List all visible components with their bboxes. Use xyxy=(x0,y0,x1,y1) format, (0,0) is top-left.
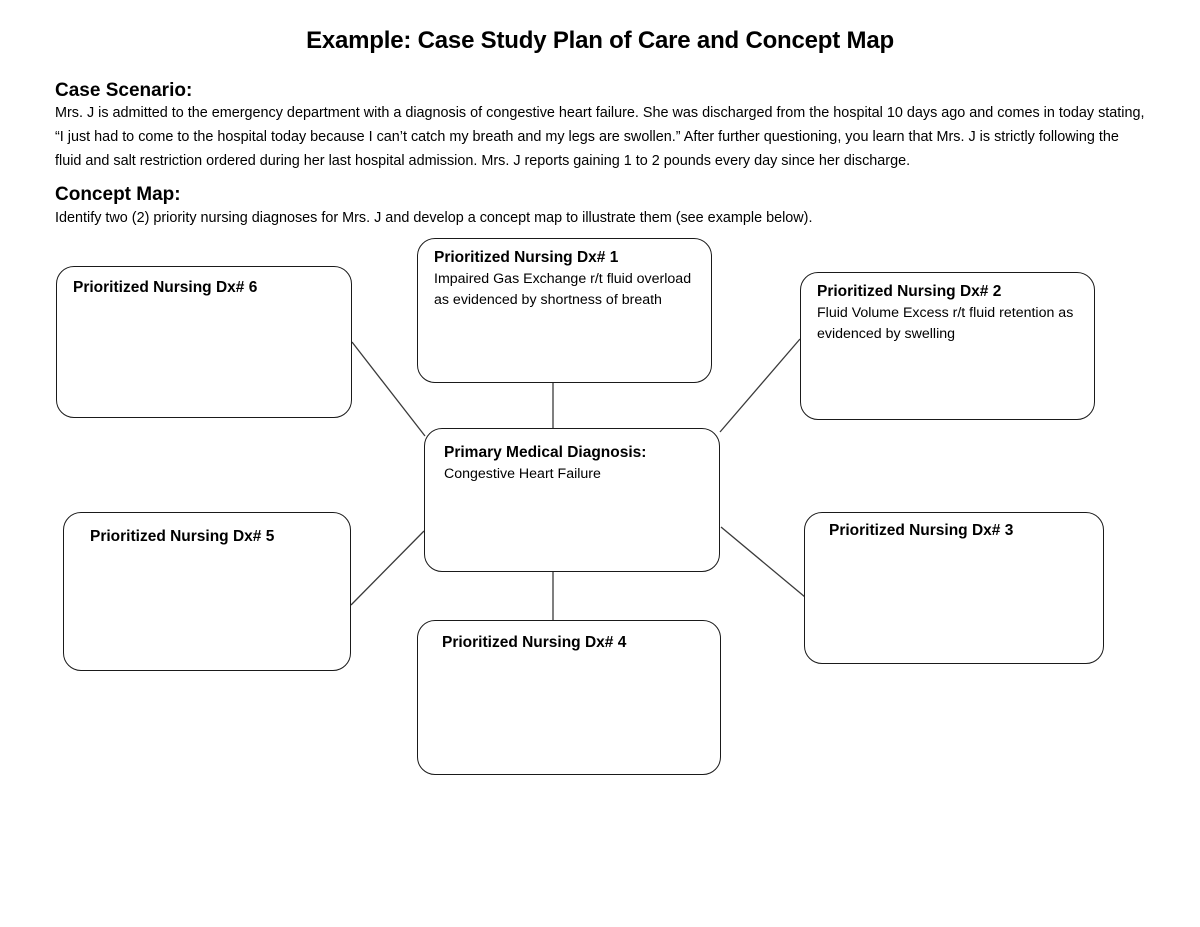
concept-map-heading: Concept Map: xyxy=(55,184,181,205)
concept-node-dx6-title: Prioritized Nursing Dx# 6 xyxy=(73,279,258,296)
concept-node-dx2[interactable]: Prioritized Nursing Dx# 2 Fluid Volume E… xyxy=(800,272,1095,420)
connector-dx6-to-primary xyxy=(351,341,426,437)
page-title: Example: Case Study Plan of Care and Con… xyxy=(306,27,894,54)
connector-primary-to-dx3 xyxy=(720,526,806,598)
connector-primary-to-dx5 xyxy=(350,530,425,606)
concept-node-dx1-body: Impaired Gas Exchange r/t fluid overload… xyxy=(434,271,692,308)
case-scenario-heading: Case Scenario: xyxy=(55,80,193,101)
concept-node-primary-body: Congestive Heart Failure xyxy=(444,466,601,482)
concept-node-dx3-title: Prioritized Nursing Dx# 3 xyxy=(829,522,1014,539)
concept-node-dx5-title: Prioritized Nursing Dx# 5 xyxy=(90,528,275,545)
concept-node-dx5[interactable]: Prioritized Nursing Dx# 5 xyxy=(63,512,351,671)
concept-node-dx4-title: Prioritized Nursing Dx# 4 xyxy=(442,634,627,651)
case-scenario-text: Mrs. J is admitted to the emergency depa… xyxy=(55,105,1145,169)
connector-dx2-to-primary xyxy=(719,338,801,433)
concept-map-instruction: Identify two (2) priority nursing diagno… xyxy=(55,210,813,226)
concept-node-dx2-title: Prioritized Nursing Dx# 2 xyxy=(817,283,1002,300)
concept-node-dx1-title: Prioritized Nursing Dx# 1 xyxy=(434,249,619,266)
concept-node-primary-diagnosis[interactable]: Primary Medical Diagnosis: Congestive He… xyxy=(424,428,720,572)
concept-node-dx1[interactable]: Prioritized Nursing Dx# 1 Impaired Gas E… xyxy=(417,238,712,383)
concept-node-dx4[interactable]: Prioritized Nursing Dx# 4 xyxy=(417,620,721,775)
concept-node-dx3[interactable]: Prioritized Nursing Dx# 3 xyxy=(804,512,1104,664)
concept-node-dx6[interactable]: Prioritized Nursing Dx# 6 xyxy=(56,266,352,418)
concept-node-dx2-body: Fluid Volume Excess r/t fluid retention … xyxy=(817,305,1074,342)
concept-node-primary-title: Primary Medical Diagnosis: xyxy=(444,444,647,461)
